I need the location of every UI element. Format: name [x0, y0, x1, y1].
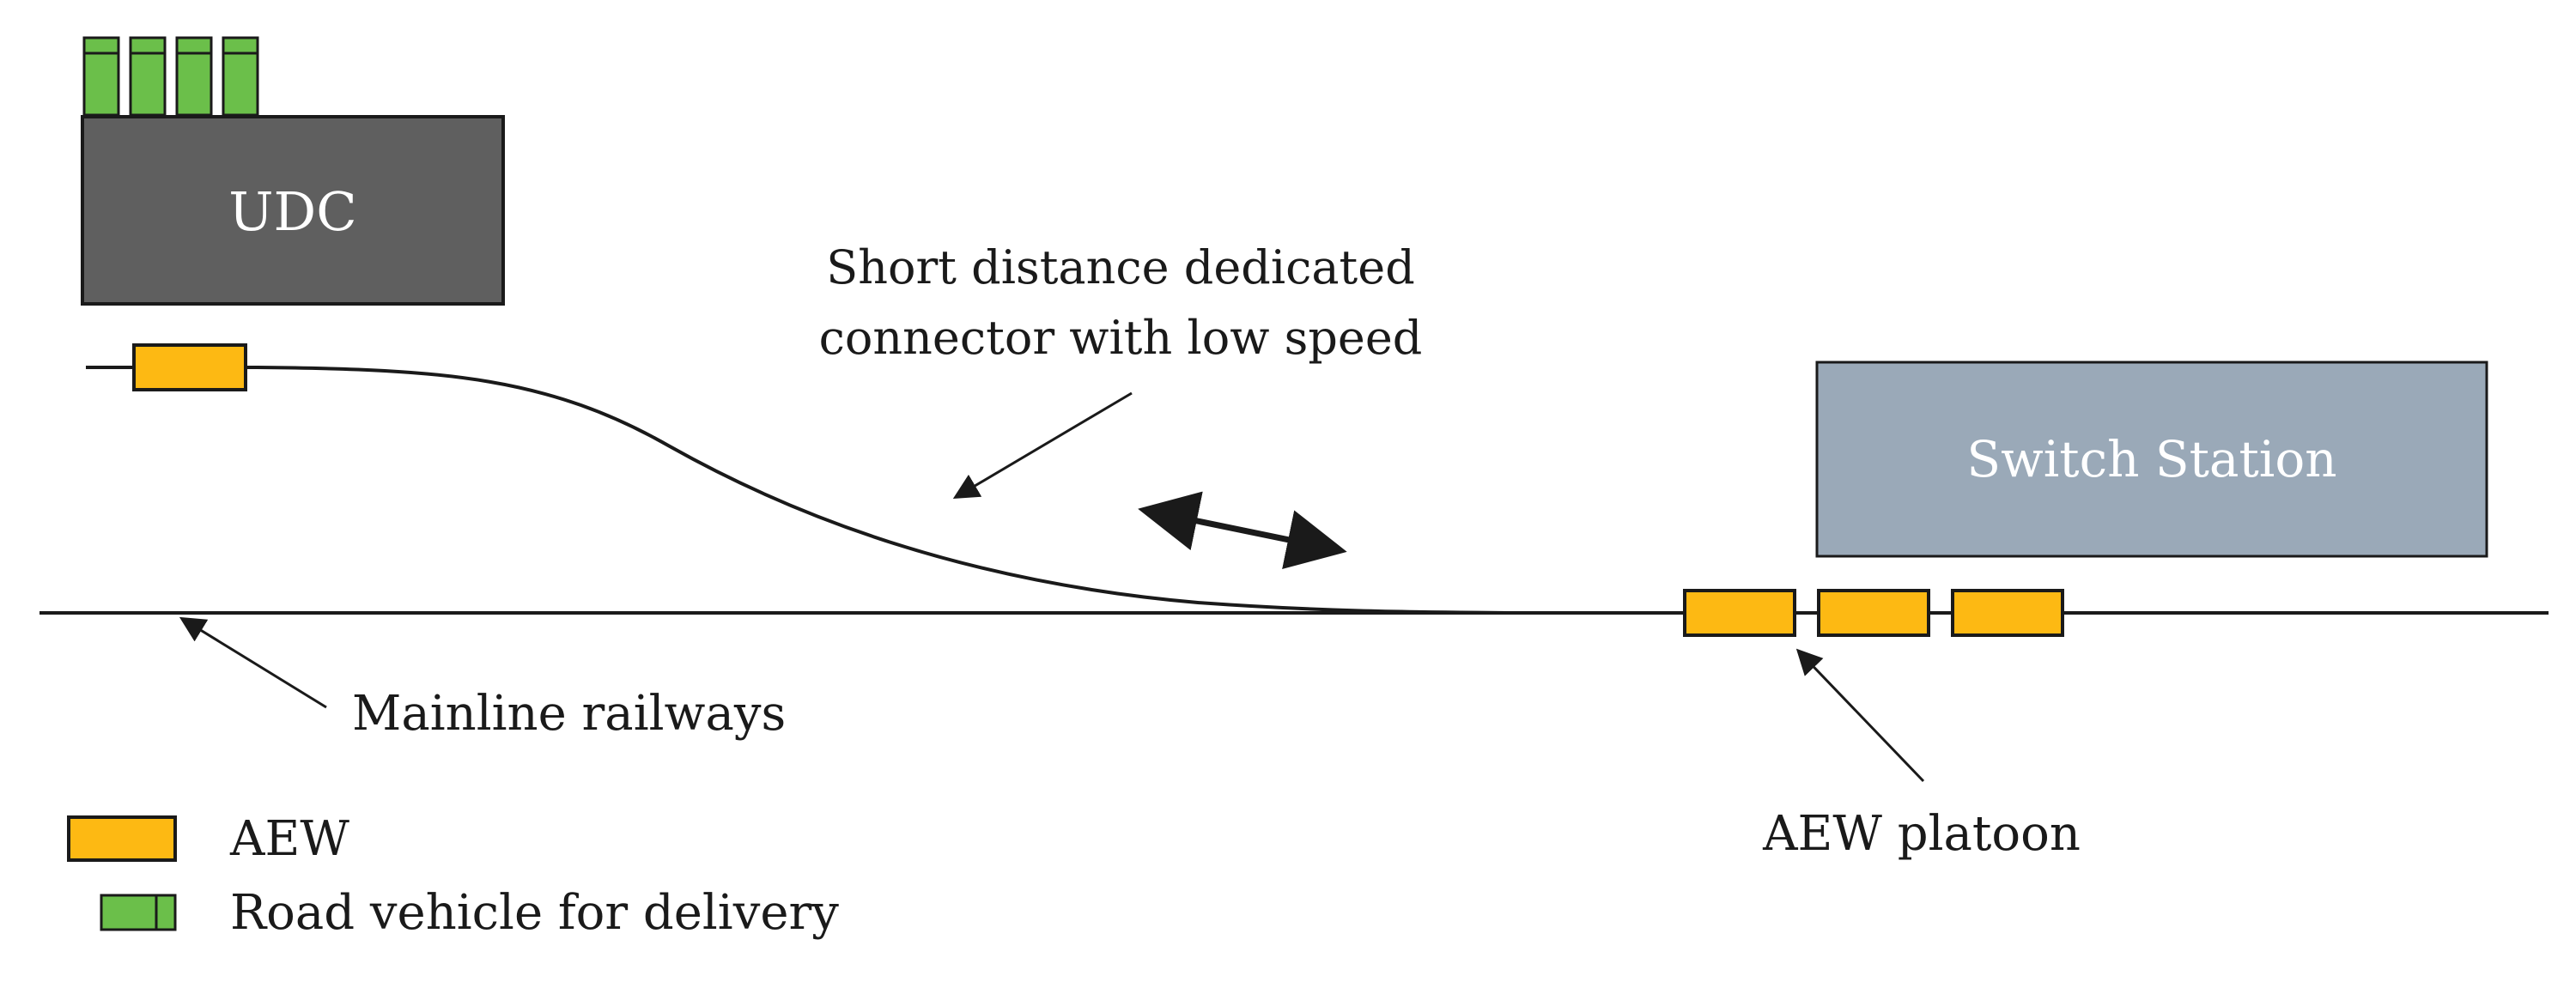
platoon-aew: [1683, 589, 1796, 637]
connector-label-line1: Short distance dedicated: [826, 240, 1415, 294]
legend-aew-swatch: [67, 815, 177, 862]
bidirectional-arrow: [1138, 491, 1347, 569]
road-vehicle: [82, 36, 120, 117]
legend-road-vehicle-swatch: [100, 894, 177, 931]
udc-label: UDC: [228, 180, 356, 243]
aew-platoon-group: [1683, 589, 2064, 637]
switch-station-building: [1815, 361, 2488, 558]
dedicated-connector-track: [86, 366, 1512, 615]
legend-road-vehicle-label: Road vehicle for delivery: [230, 885, 839, 941]
connector-label-line2: connector with low speed: [819, 311, 1423, 365]
legend-aew-label: AEW: [229, 811, 349, 867]
road-vehicle: [222, 36, 259, 117]
mainline-pointer-arrow: [179, 616, 327, 709]
udc-building: [81, 115, 505, 306]
platoon-pointer-arrow: [1795, 648, 1925, 783]
aew-on-connector: [132, 343, 247, 391]
platoon-aew: [1817, 589, 1930, 637]
road-vehicles-group: [82, 36, 259, 117]
road-vehicle: [175, 36, 213, 117]
switch-station-label: Switch Station: [1966, 430, 2336, 488]
road-vehicle: [129, 36, 167, 117]
connector-pointer-arrow: [952, 391, 1133, 500]
platoon-aew: [1951, 589, 2064, 637]
platoon-label: AEW platoon: [1762, 806, 2081, 862]
mainline-label: Mainline railways: [352, 686, 786, 742]
